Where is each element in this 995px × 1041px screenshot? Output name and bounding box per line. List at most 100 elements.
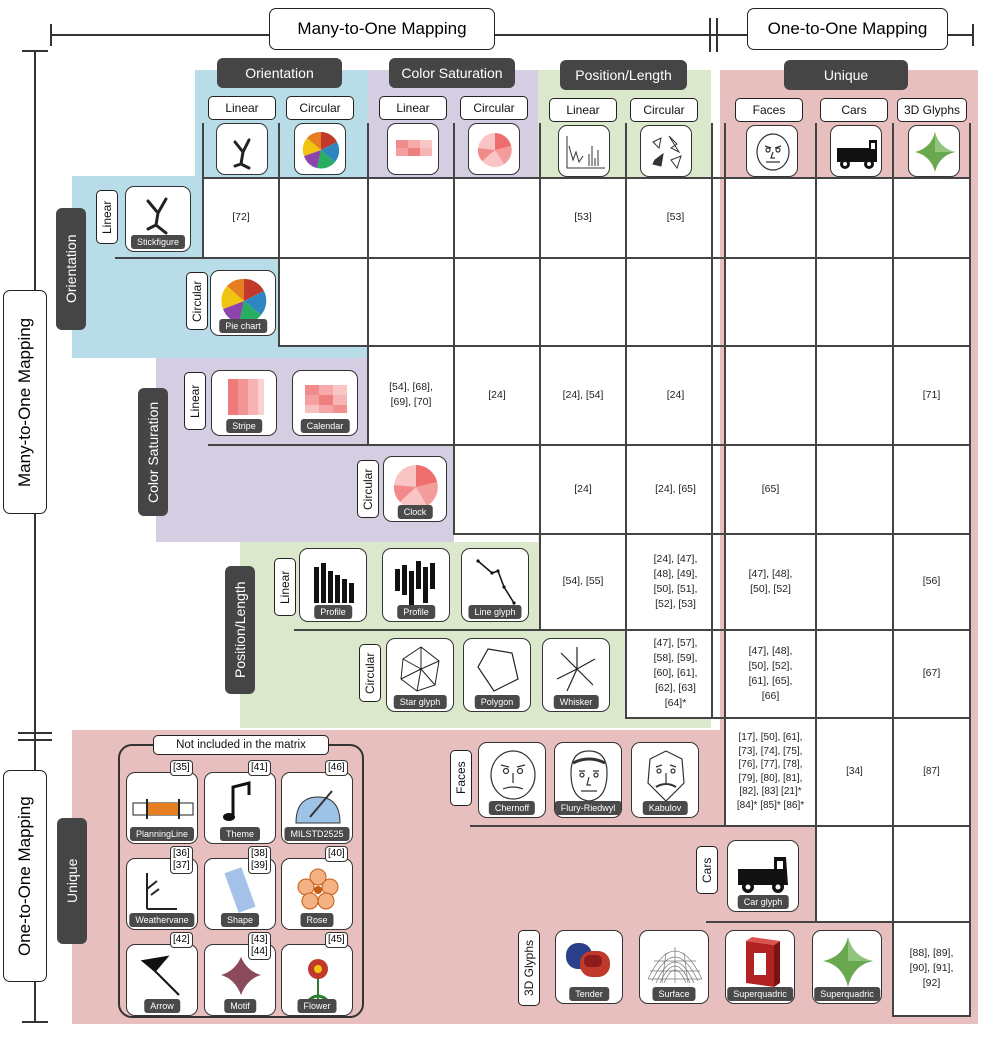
col-sub-faces: Faces: [735, 98, 803, 122]
not-included-ref: [45]: [325, 932, 348, 948]
matrix-cell: [24]: [574, 483, 592, 495]
not-included-title: Not included in the matrix: [153, 735, 329, 755]
matrix-cell: [72]: [232, 211, 250, 223]
not-included-ref: [41]: [248, 760, 271, 776]
not-included-ref: [42]: [170, 932, 193, 948]
not-included-label: Flower: [297, 999, 337, 1013]
left-axis-break-2: [18, 739, 52, 741]
col-icon-profile-line: [558, 125, 610, 177]
row-header-position-length: Position/Length: [225, 566, 255, 694]
col-header-position-length: Position/Length: [560, 60, 687, 90]
matrix-cell: [47], [48], [50], [52]: [748, 567, 793, 595]
matrix-cell: [53]: [666, 211, 685, 223]
glyph-card-flury: Flury-Riedwyl: [554, 742, 622, 818]
glyph-card-superquadric-2: Superquadric: [812, 930, 882, 1004]
matrix-cell: [53]: [574, 211, 592, 223]
glyph-card-star-glyph: Star glyph: [386, 638, 454, 712]
col-icon-superquadric: [908, 125, 960, 177]
not-included-ref: [43] [44]: [248, 932, 271, 960]
glyph-label-superquadric-1: Superquadric: [727, 987, 793, 1001]
matrix-block-r2: [278, 258, 711, 346]
not-included-card-rose: Rose: [281, 858, 353, 930]
not-included-ref: [38] [39]: [248, 846, 271, 874]
col-icon-stripe: [387, 123, 439, 175]
unique-block-r9: [893, 922, 970, 1016]
row-sub-saturation-linear: Linear: [184, 372, 206, 430]
not-included-card-theme: Theme: [204, 772, 276, 844]
glyph-label-profile-2: Profile: [397, 605, 435, 619]
glyph-card-pie-chart: Pie chart: [210, 270, 276, 336]
glyph-card-profile-1: Profile: [299, 548, 367, 622]
col-sub-saturation-linear: Linear: [379, 96, 447, 120]
not-included-label: Shape: [220, 913, 260, 927]
glyph-card-profile-2: Profile: [382, 548, 450, 622]
not-included-card-shape: Shape: [204, 858, 276, 930]
unique-block-top: [725, 178, 970, 718]
matrix-cell: [87]: [923, 765, 940, 777]
glyph-label-tender: Tender: [569, 987, 609, 1001]
grid-h-10: [893, 1015, 970, 1017]
matrix-cell: [24]: [488, 388, 506, 401]
not-included-ref: [35]: [170, 760, 193, 776]
not-included-card-arrow: Arrow: [126, 944, 198, 1016]
grid-h-9: [706, 921, 970, 923]
glyph-label-stripe: Stripe: [226, 419, 262, 433]
left-header-one-to-one: One-to-One Mapping: [3, 770, 47, 982]
matrix-cell: [24], [65]: [655, 483, 696, 495]
left-axis-tick-bottom: [22, 1021, 48, 1023]
col-sub-orientation-circular: Circular: [286, 96, 354, 120]
col-sub-3d-glyphs: 3D Glyphs: [897, 98, 967, 122]
col-icon-stickfigure: [216, 123, 268, 175]
col-icon-clock: [468, 123, 520, 175]
col-sub-cars: Cars: [820, 98, 888, 122]
grid-h-8: [470, 825, 970, 827]
grid-h-1: [203, 177, 970, 179]
grid-h-2: [115, 257, 970, 259]
grid-v-11: [969, 123, 971, 1017]
top-axis-line: [50, 34, 972, 36]
glyph-card-calendar: Calendar: [292, 370, 358, 436]
left-axis-tick-top: [22, 50, 48, 52]
col-icon-face: [746, 125, 798, 177]
glyph-label-clock: Clock: [397, 505, 433, 519]
glyph-label-line-glyph: Line glyph: [468, 605, 522, 619]
not-included-label: Weathervane: [129, 913, 195, 927]
matrix-block-r6: [625, 630, 711, 718]
row-sub-saturation-circular: Circular: [357, 460, 379, 518]
col-icon-pie: [294, 123, 346, 175]
glyph-label-star-glyph: Star glyph: [393, 695, 447, 709]
top-header-one-to-one: One-to-One Mapping: [747, 8, 948, 50]
matrix-cell: [71]: [922, 388, 941, 401]
glyph-card-surface: Surface: [639, 930, 709, 1004]
top-axis-tick-left: [50, 24, 52, 46]
not-included-label: PlanningLine: [129, 827, 195, 841]
top-axis-break-2: [716, 18, 718, 52]
grid-v-8: [724, 123, 726, 827]
col-icon-car: [830, 125, 882, 177]
glyph-card-polygon: Polygon: [463, 638, 531, 712]
matrix-cell: [24]: [666, 388, 685, 401]
top-header-many-to-one: Many-to-One Mapping: [269, 8, 495, 50]
row-sub-position-linear: Linear: [274, 558, 296, 616]
glyph-label-stickfigure: Stickfigure: [130, 235, 186, 249]
left-axis-line: [34, 50, 36, 1022]
row-sub-orientation-linear: Linear: [96, 190, 118, 244]
col-sub-position-circular: Circular: [630, 98, 698, 122]
grid-v-1: [202, 123, 204, 258]
glyph-label-superquadric-2: Superquadric: [814, 987, 880, 1001]
glyph-label-flury: Flury-Riedwyl: [555, 801, 621, 815]
col-icon-star-glyphs: [640, 125, 692, 177]
glyph-label-surface: Surface: [652, 987, 696, 1001]
not-included-label: Rose: [300, 913, 334, 927]
not-included-label: Theme: [219, 827, 261, 841]
glyph-card-tender: Tender: [555, 930, 623, 1004]
matrix-cell: [47], [57], [58], [59], [60], [61], [62]…: [653, 637, 698, 709]
glyph-label-whisker: Whisker: [553, 695, 599, 709]
top-axis-break-1: [709, 18, 711, 52]
grid-h-7: [625, 717, 970, 719]
grid-v-9: [815, 123, 817, 923]
row-header-orientation: Orientation: [56, 208, 86, 330]
col-sub-position-linear: Linear: [549, 98, 617, 122]
row-header-color-saturation: Color Saturation: [138, 388, 168, 516]
col-sub-saturation-circular: Circular: [460, 96, 528, 120]
